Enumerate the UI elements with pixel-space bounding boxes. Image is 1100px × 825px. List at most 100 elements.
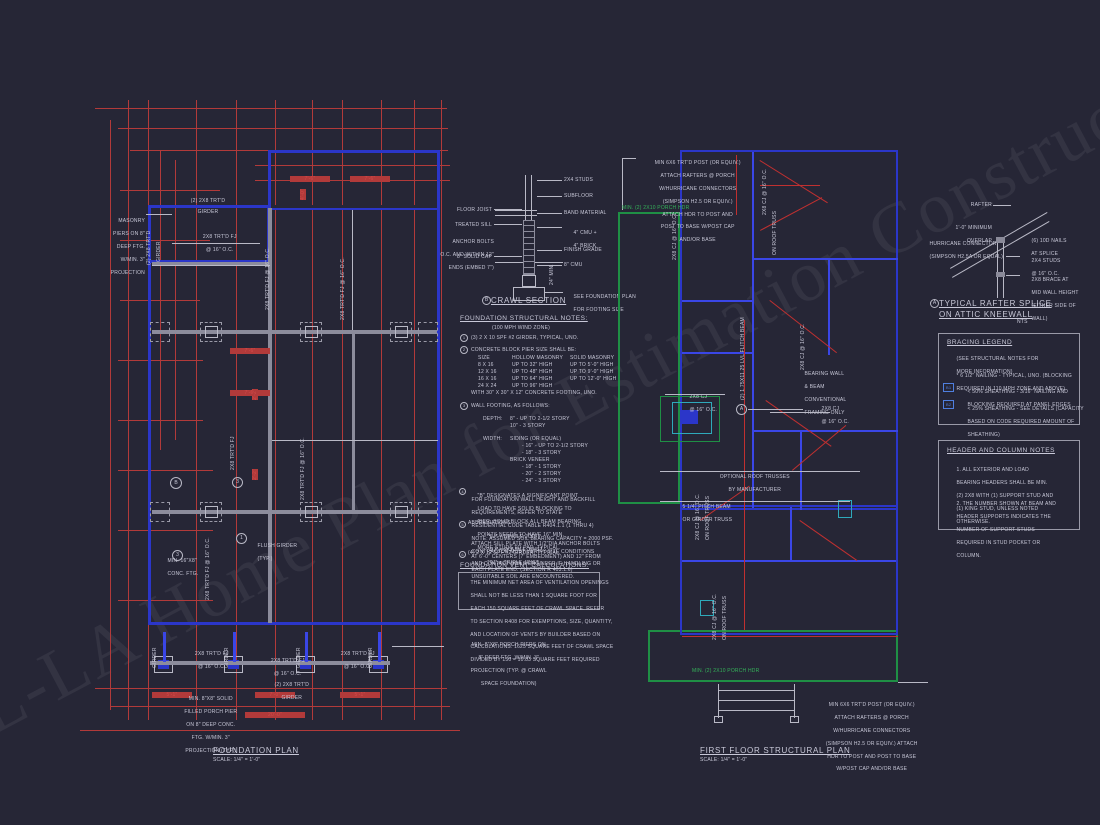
brace-line [744,510,745,630]
notes-para-2: ATTACH SILL PLATE WITH 1/2"dia ANCHOR BO… [471,541,601,573]
bracing-item-0: * 6 1/2" NAILING - TYPICAL, UNO. (BLOCKI… [956,373,1072,393]
pier-row-hollow: UP TO 64" HIGH [512,376,553,382]
width-row-6: - 24" - 3 STORY [522,478,562,484]
porch-outline-bottom [648,630,898,682]
joist-label-b2: 2x8 TRT'D FJ @ 16" O.C. [270,658,305,678]
note-num-5: 5 [459,521,466,528]
crawl-section-mark[interactable]: B [482,296,491,305]
pier [305,326,318,338]
splice-connector [996,237,1005,243]
bracing-mark-b2: B2 [943,400,954,409]
girder-beam [152,330,437,334]
girder-beam [352,332,355,510]
dim-line [95,108,447,109]
post-note-bottom: MIN 6x6 TRT'D POST (OR EQUIV.) ATTACH RA… [825,702,918,773]
pier-table-head3: SOLID MASONRY [570,355,615,361]
width-row-0: SIDING (OR EQUAL) [510,436,562,442]
partition-v [752,152,754,508]
wall-gap [271,205,437,208]
leader-line [748,409,803,410]
flitch-vert-label: (2) 1.75x11.25 LVL FLITCH BEAM [740,317,746,400]
pier-footing [300,322,322,342]
bracing-legend-sub: (SEE STRUCTURAL NOTES FOR MORE INFORMATI… [956,356,1039,376]
note-num-6: 6 [459,551,466,558]
bracing-mark-b2-text: B2 [946,402,952,407]
rafter-splice-mark[interactable]: A [930,299,939,308]
stud-line [1003,238,1004,298]
detail-bubble-a[interactable]: A [736,404,747,415]
cj-vert-label: 2x8 CJ @ 16" O.C. [672,213,678,260]
girder-vert-word: GIRDER [156,241,162,262]
note-6: (4) 2 x 12 SPF #2 GIRDER, TYPICAL. [468,550,561,556]
porch-hdr-bottom-label: MIN. (2) 2x10 PORCH HDR [692,668,760,674]
crawl-label-finish-grade: FINISH GRADE [564,247,602,253]
dim-line [120,240,210,241]
leader-line [392,646,444,647]
porch-post [378,632,381,662]
partition [272,440,438,441]
porch-post-base [714,716,723,723]
note-2: CONCRETE BLOCK PIER SIZE SHALL BE: [471,347,577,353]
joist-span-arrow [172,243,260,244]
cj-label-right: 2x8 CJ @ 16" O.C. [821,406,850,426]
subfloor-line [495,210,537,211]
bracing-mark-b1: B1 [943,383,954,392]
crawl-section-title: CRAWL SECTION [491,296,567,305]
detail-bubble-1[interactable]: 1 [236,533,247,544]
girder-vert-label: (2) 2x8 TRT'D [146,230,152,266]
leader-line [660,501,850,502]
joist-vert-label: 2x8 TRT'D FJ @ 16" O.C. [340,257,346,320]
pier-table-head: SIZE [478,355,490,361]
dim-text: 5'-1" [340,692,380,699]
dim-line [275,100,276,720]
header-notes-heading: HEADER AND COLUMN NOTES [947,447,1055,454]
leader-line [1006,275,1020,276]
post-symbol [682,410,698,424]
girder-vert-b1: GIRDER [152,647,158,668]
joist-vert-label: 2x8 TRT'D FJ @ 16" O.C. [300,437,306,500]
note-num-2: 2 [460,346,468,354]
leader-line [1006,256,1020,257]
truss-zone [660,396,720,442]
hurricane-label: HURRICANE CONNECTOR (SIMPSON H2.5A OR EQ… [929,241,1003,261]
porch-rail [718,690,794,691]
girder-beam [152,262,270,265]
leader-line [770,412,830,413]
building-outline-lower [680,505,898,635]
leader-line [545,292,563,293]
cmu-wall [523,220,535,275]
joist-label: 2x8 TRT'D FJ @ 16" O.C. [202,234,237,254]
width-row-5: - 20" - 2 STORY [522,471,562,477]
leader-line [622,158,636,159]
grade-line [495,262,523,263]
porch-post [305,632,308,662]
girder-vert-b3: GIRDER [296,647,302,668]
pier-row-solid: UP TO 9'-0" HIGH [570,369,614,375]
dim-line [80,730,460,731]
porch-girder [150,661,390,665]
leader-line [537,227,562,228]
detail-bubble-3b[interactable]: 3 [172,550,183,561]
dim-line [196,100,197,720]
detail-bubble-3[interactable]: 3 [232,477,243,488]
width-row-3: BRICK VENEER [510,457,550,463]
brace-line [744,320,745,510]
cj-label-left: 2x8 CJ @ 16" O.C. [689,394,718,414]
crawl-label-subfloor: SUBFLOOR [564,193,594,199]
leader-line [898,682,928,683]
bracing-legend-panel: BRACING LEGEND (SEE STRUCTURAL NOTES FOR… [938,333,1084,438]
header-column-notes-panel: HEADER AND COLUMN NOTES 1. ALL EXTERIOR … [938,440,1080,559]
detail-bubble-b[interactable]: B [170,477,182,489]
post-symbol [700,600,714,616]
girder-vert-b2: GIRDER [224,647,230,668]
pier-footing [200,322,222,342]
roof-truss-vert-label: ON ROOF TRUSS [772,210,778,255]
joist-label-b1: 2x8 TRT'D FJ @ 16" O.C. [194,651,229,671]
header-note-1: 1. ALL EXTERIOR AND LOAD BEARING HEADERS… [956,467,1054,525]
partition-v [828,260,830,355]
porch-post-rail [794,684,795,718]
pier-footing [150,502,170,522]
pier-row-solid: UP TO 5'-0" HIGH [570,362,614,368]
note-num-3: 3 [460,402,468,410]
note-5: ABBREVIATIONS: [468,520,513,526]
